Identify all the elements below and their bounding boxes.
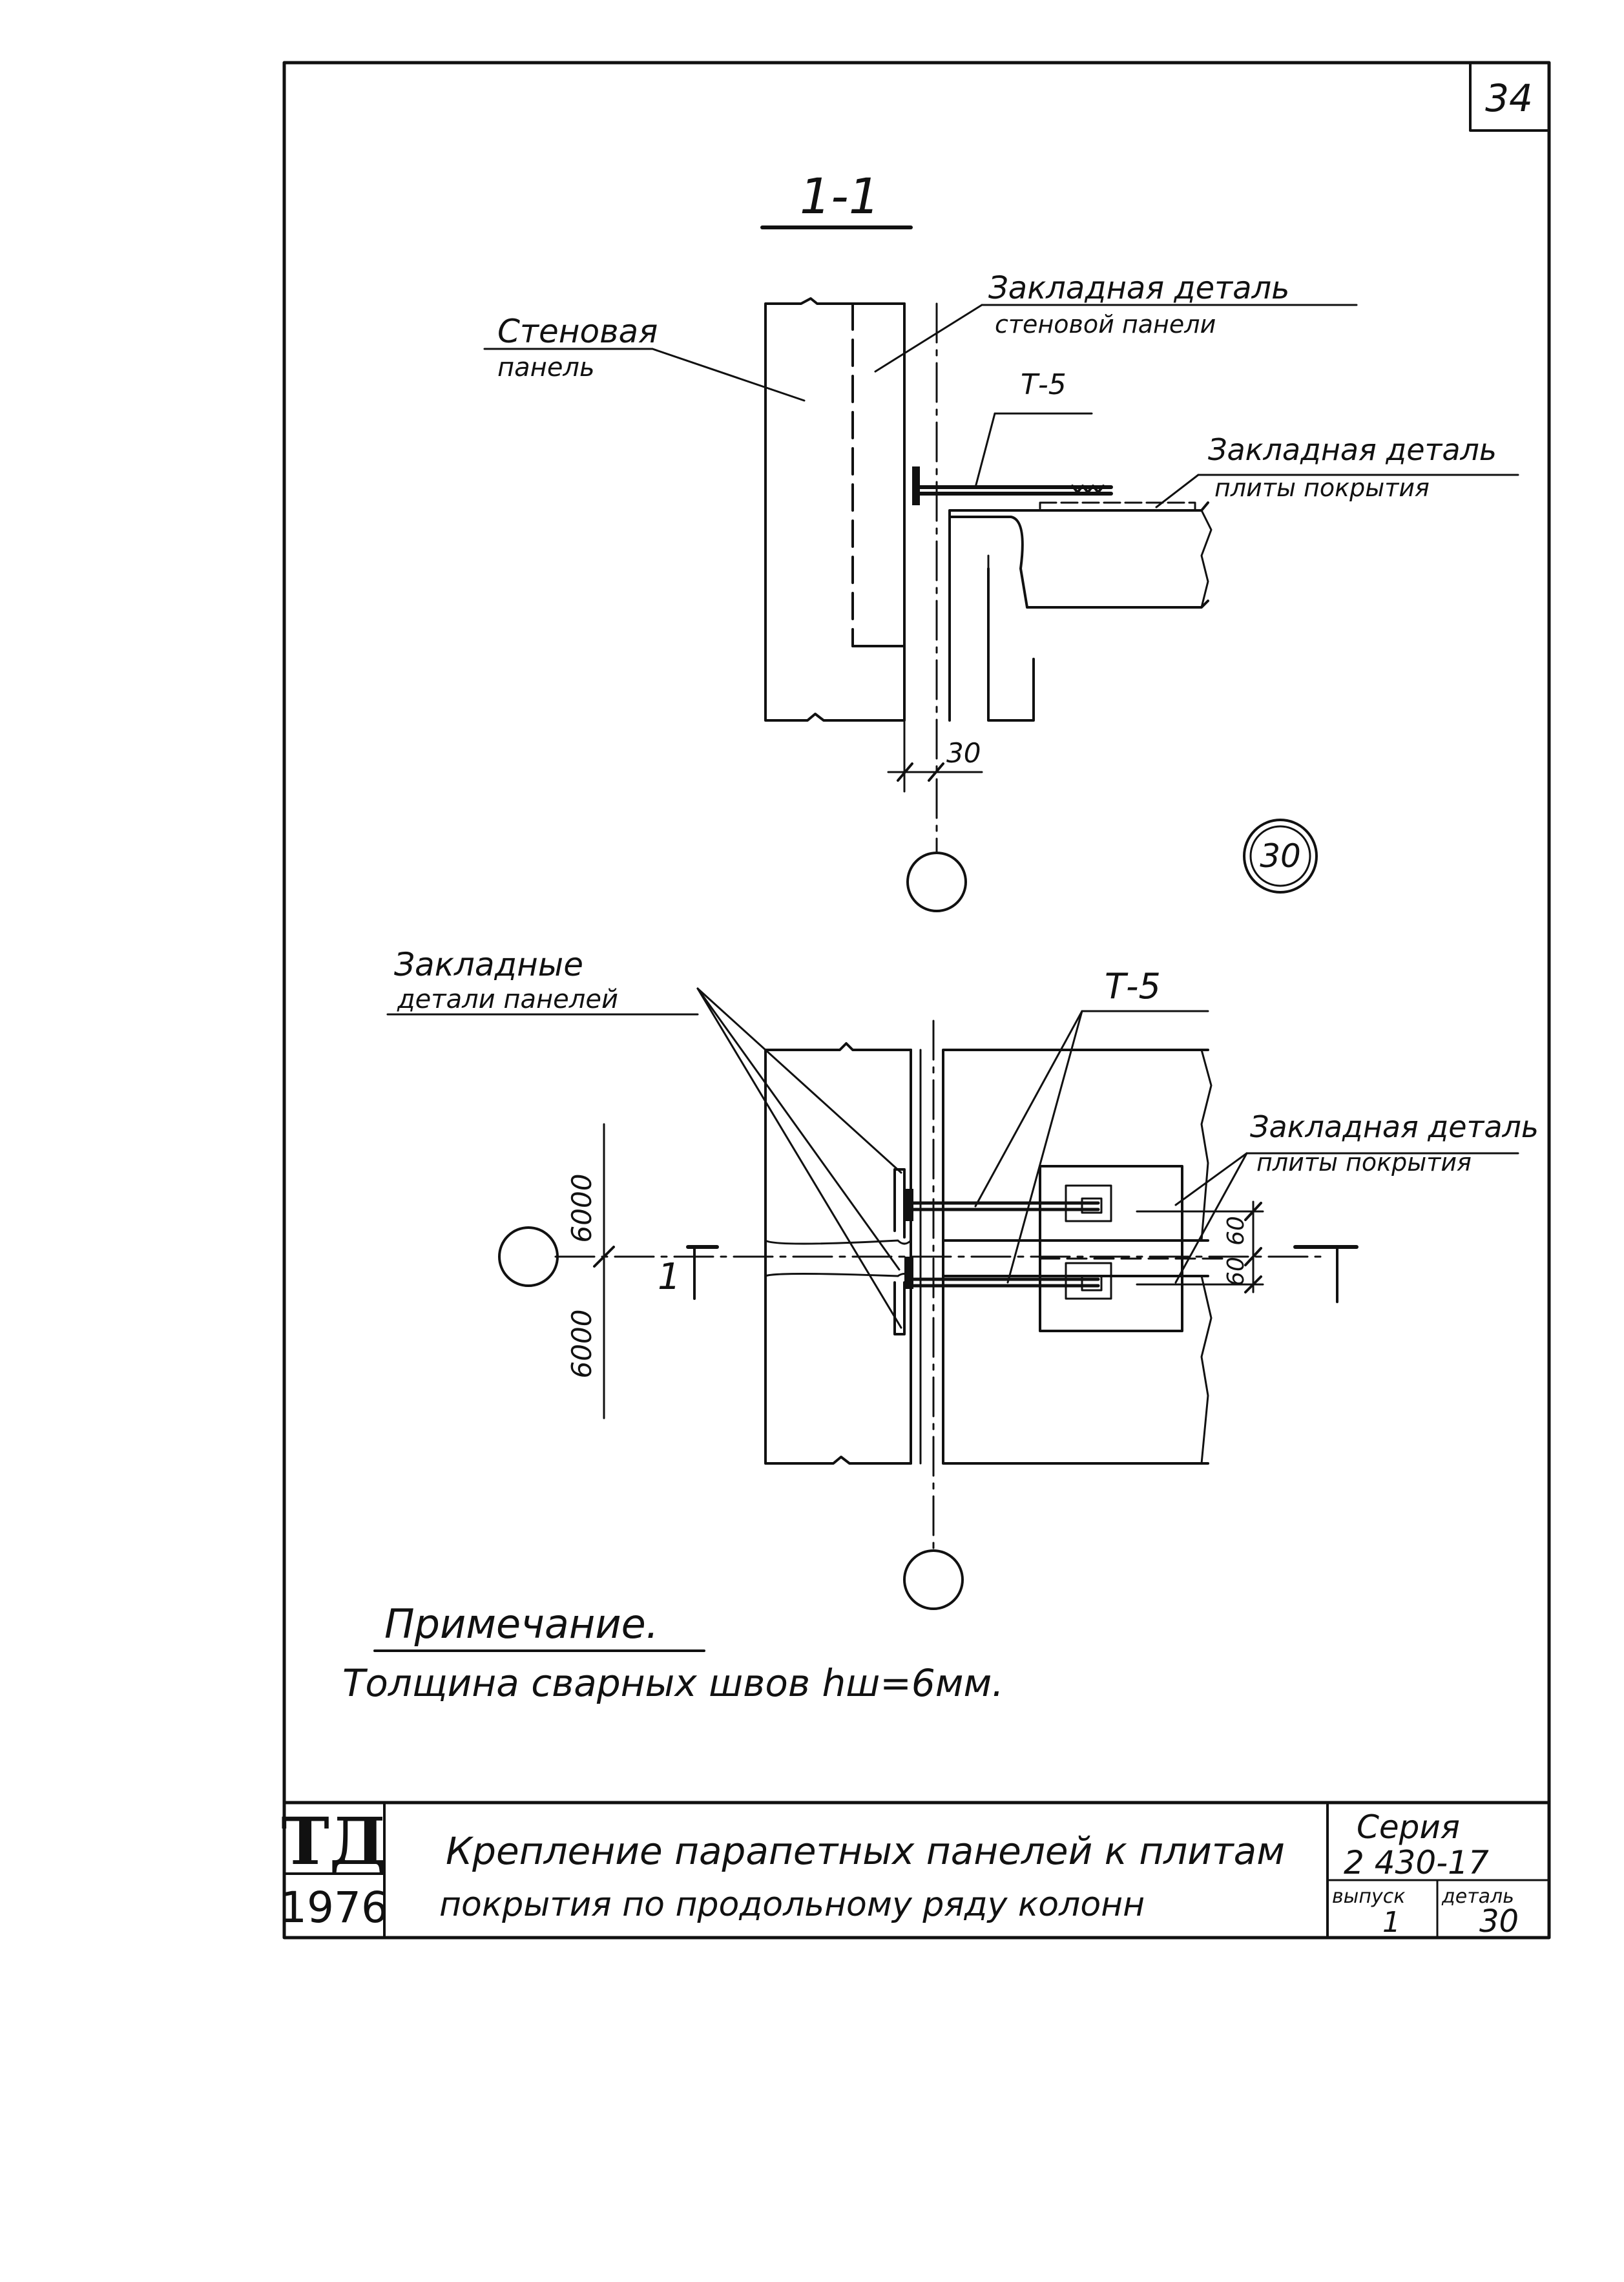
t5-rods-plan xyxy=(911,1201,1100,1288)
series-value: 2 430-17 xyxy=(1344,1844,1489,1881)
detail-mark: 30 xyxy=(1243,819,1318,894)
detail-label: деталь xyxy=(1441,1885,1514,1908)
title-line-1: Крепление парапетных панелей к плитам xyxy=(446,1829,1285,1873)
label-embed-slab-line2: плиты покрытия xyxy=(1214,474,1430,502)
label-embeds-line2: детали панелей xyxy=(397,985,618,1014)
year: 1976 xyxy=(280,1883,388,1932)
slab-embedded-plates-plan xyxy=(1039,1165,1183,1332)
title-block: ТД 1976 Крепление парапетных панелей к п… xyxy=(280,1801,1551,1940)
label-t5-section: Т-5 xyxy=(1021,368,1067,401)
slab-embedded-plate xyxy=(1039,501,1196,512)
note-title: Примечание. xyxy=(384,1600,659,1648)
cut-mark-label: 1 xyxy=(658,1256,681,1298)
dim-60-b: 60 xyxy=(1223,1257,1249,1286)
sheet-number: 34 xyxy=(1485,76,1533,120)
detail-mark-text: 30 xyxy=(1260,837,1301,875)
logo-td: ТД xyxy=(281,1803,386,1879)
note-text: Толщина сварных швов hш=6мм. xyxy=(342,1661,1004,1705)
detail-value: 30 xyxy=(1479,1903,1519,1940)
dim-30-text: 30 xyxy=(946,737,981,769)
axis-bubble-section xyxy=(906,852,967,912)
series-label: Серия xyxy=(1357,1808,1460,1846)
title-line-2: покрытия по продольному ряду колонн xyxy=(439,1885,1145,1924)
wall-panel-outline xyxy=(764,297,906,722)
issue-label: выпуск xyxy=(1332,1885,1405,1908)
label-embed-slab-plan-line1: Закладная деталь xyxy=(1250,1109,1539,1144)
section-title: 1-1 xyxy=(800,167,880,225)
plan-left-panels xyxy=(764,1042,912,1465)
label-wall-panel-line2: панель xyxy=(497,353,595,382)
axis-bubble-left xyxy=(498,1226,559,1287)
dim-6000-top: 6000 xyxy=(566,1174,598,1243)
dimension-30: 30 xyxy=(887,737,983,782)
dim-60-a: 60 xyxy=(1223,1216,1249,1246)
sheet-number-box: 34 xyxy=(1469,61,1550,132)
note-block: Примечание. Толщина сварных швов hш=6мм. xyxy=(342,1600,1004,1705)
dim-6000-bottom: 6000 xyxy=(566,1310,598,1379)
section-cut-marks: 1 xyxy=(658,1245,1359,1303)
plan-view: 6000 6000 1 60 60 Закладные детали панел… xyxy=(386,946,1539,1610)
section-1-1: 1-1 Стеновая панель Закладная деталь xyxy=(483,167,1519,912)
dimension-60-60: 60 60 xyxy=(1136,1200,1264,1293)
label-embeds-line1: Закладные xyxy=(394,946,583,983)
dimension-6000: 6000 6000 xyxy=(566,1123,615,1419)
label-t5-plan: Т-5 xyxy=(1105,966,1161,1007)
sheet-frame xyxy=(282,61,1551,1940)
label-embed-wall-line2: стеновой панели xyxy=(995,310,1216,339)
label-embed-wall-line1: Закладная деталь xyxy=(988,270,1289,306)
panel-embedded-angles xyxy=(893,1168,906,1335)
t5-connection-section xyxy=(912,466,1113,505)
plan-right-slabs xyxy=(942,1049,1209,1465)
label-embed-slab-line1: Закладная деталь xyxy=(1208,432,1497,467)
label-embed-slab-plan-line2: плиты покрытия xyxy=(1256,1148,1472,1177)
issue-value: 1 xyxy=(1382,1906,1400,1939)
axis-bubble-bottom xyxy=(903,1549,964,1610)
label-wall-panel-line1: Стеновая xyxy=(497,313,658,350)
